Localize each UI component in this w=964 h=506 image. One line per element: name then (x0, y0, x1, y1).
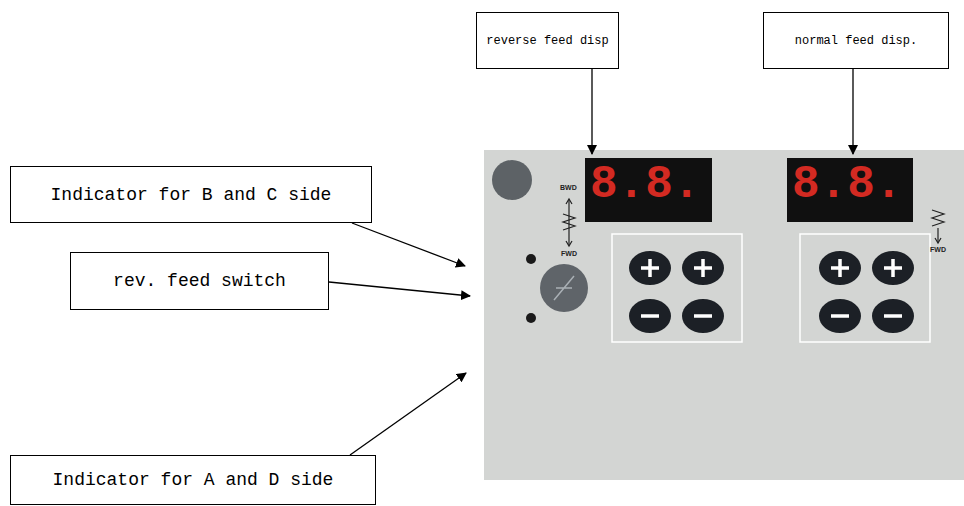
button-group (612, 234, 742, 342)
segment-display: 8.8. (590, 162, 700, 208)
callout-text: normal feed disp. (795, 34, 917, 48)
rev-feed-switch (540, 264, 588, 312)
callout-box: rev. feed switch (70, 252, 329, 310)
callout-text: rev. feed switch (113, 271, 286, 291)
display-window (787, 158, 913, 222)
indicator-led (526, 254, 536, 264)
panel-knob (492, 160, 532, 200)
callout-text: Indicator for A and D side (53, 470, 334, 490)
segment-display: 8.8. (792, 162, 902, 208)
display-window (585, 158, 712, 222)
direction-label: FWD (561, 250, 577, 257)
leader-lines (329, 69, 853, 455)
panel-plate (484, 150, 964, 480)
callout-text: reverse feed disp (486, 34, 608, 48)
button-group (800, 234, 930, 342)
indicator-led (526, 313, 536, 323)
callout-box: Indicator for B and C side (10, 166, 372, 223)
callout-text: Indicator for B and C side (51, 185, 332, 205)
direction-label: BWD (560, 184, 577, 191)
callout-box: normal feed disp. (763, 12, 949, 69)
normal-feed-icon (932, 210, 944, 243)
reverse-feed-icon (563, 199, 575, 246)
switch-symbol (554, 276, 574, 300)
plus-minus-buttons (629, 251, 914, 333)
direction-label: FWD (930, 246, 946, 253)
callout-box: reverse feed disp (476, 12, 619, 69)
callout-box: Indicator for A and D side (10, 455, 376, 505)
